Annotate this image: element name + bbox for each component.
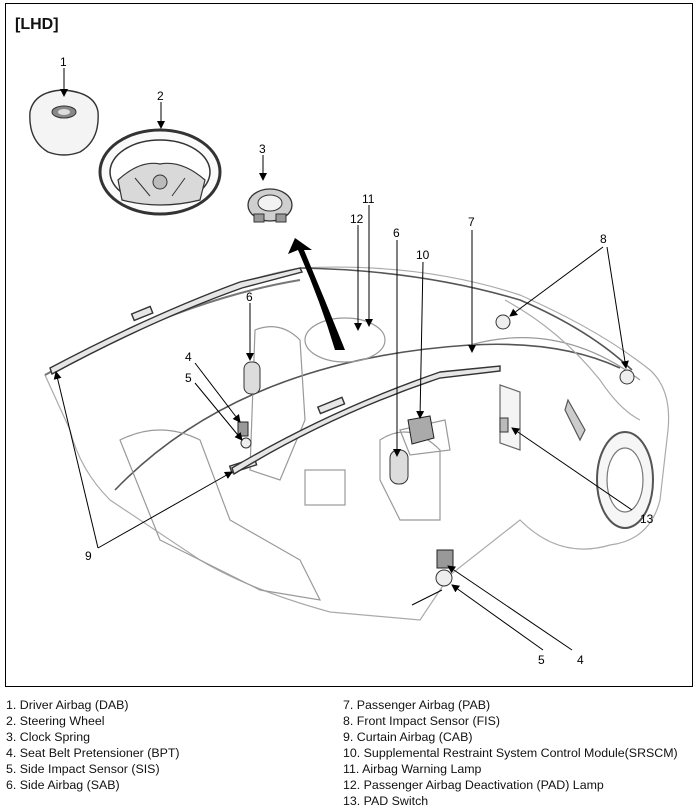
legend-item-6: 6. Side Airbag (SAB)	[6, 778, 120, 792]
side-airbag-passenger	[389, 449, 409, 485]
srscm-module	[407, 415, 435, 445]
driver-airbag-illustration	[29, 89, 99, 156]
callout-1: 1	[60, 55, 67, 69]
side-impact-sensor	[240, 437, 252, 449]
legend-item-13: 13. PAD Switch	[343, 794, 429, 808]
legend-item-1: 1. Driver Airbag (DAB)	[6, 698, 129, 712]
airbag-system-diagram: 1 2 3 11 12 7 6 8 10 6 4 5 13 9 5 4	[29, 55, 670, 667]
front-impact-sensor-right	[619, 369, 635, 385]
vehicle-outline	[44, 266, 670, 621]
callout-10: 10	[416, 248, 430, 262]
legend-item-5: 5. Side Impact Sensor (SIS)	[6, 762, 160, 776]
assembly-direction-arrow	[288, 238, 345, 350]
curtain-airbags	[49, 267, 501, 476]
legend-item-8: 8. Front Impact Sensor (FIS)	[343, 714, 500, 728]
callout-3: 3	[259, 142, 266, 156]
callout-11: 11	[362, 192, 375, 206]
diagram-frame	[5, 3, 693, 687]
legend-item-3: 3. Clock Spring	[6, 730, 91, 744]
leader-lines	[53, 68, 633, 651]
pretensioner-detail	[435, 549, 454, 587]
legend-left: 1. Driver Airbag (DAB) 2. Steering Wheel…	[6, 697, 180, 793]
clock-spring-illustration	[247, 188, 293, 223]
callout-12: 12	[350, 212, 364, 226]
callout-2: 2	[157, 89, 164, 103]
callout-7: 7	[468, 215, 475, 229]
legend-item-10: 10. Supplemental Restraint System Contro…	[343, 746, 678, 760]
steering-wheel-illustration	[98, 128, 222, 216]
legend-item-2: 2. Steering Wheel	[6, 714, 105, 728]
callout-8: 8	[600, 232, 607, 246]
callout-6: 6	[246, 290, 253, 304]
pad-switch	[499, 417, 509, 433]
legend-item-4: 4. Seat Belt Pretensioner (BPT)	[6, 746, 180, 760]
legend-item-7: 7. Passenger Airbag (PAB)	[343, 698, 491, 712]
callout-5-bottom: 5	[538, 653, 545, 667]
legend-item-11: 11. Airbag Warning Lamp	[343, 762, 482, 776]
callout-5: 5	[185, 371, 192, 385]
callout-6-top: 6	[393, 226, 400, 240]
callout-13: 13	[640, 512, 654, 526]
callout-4: 4	[185, 350, 192, 364]
legend-item-9: 9. Curtain Airbag (CAB)	[343, 730, 473, 744]
callout-9: 9	[85, 549, 92, 563]
diagram-title: [LHD]	[15, 16, 59, 33]
side-airbag-front	[243, 361, 261, 395]
seat-belt-pretensioner	[237, 421, 249, 437]
callout-4-bottom: 4	[577, 653, 584, 667]
legend-right: 7. Passenger Airbag (PAB) 8. Front Impac…	[343, 697, 678, 809]
legend-item-12: 12. Passenger Airbag Deactivation (PAD) …	[343, 778, 604, 792]
front-impact-sensor-left	[495, 314, 511, 330]
